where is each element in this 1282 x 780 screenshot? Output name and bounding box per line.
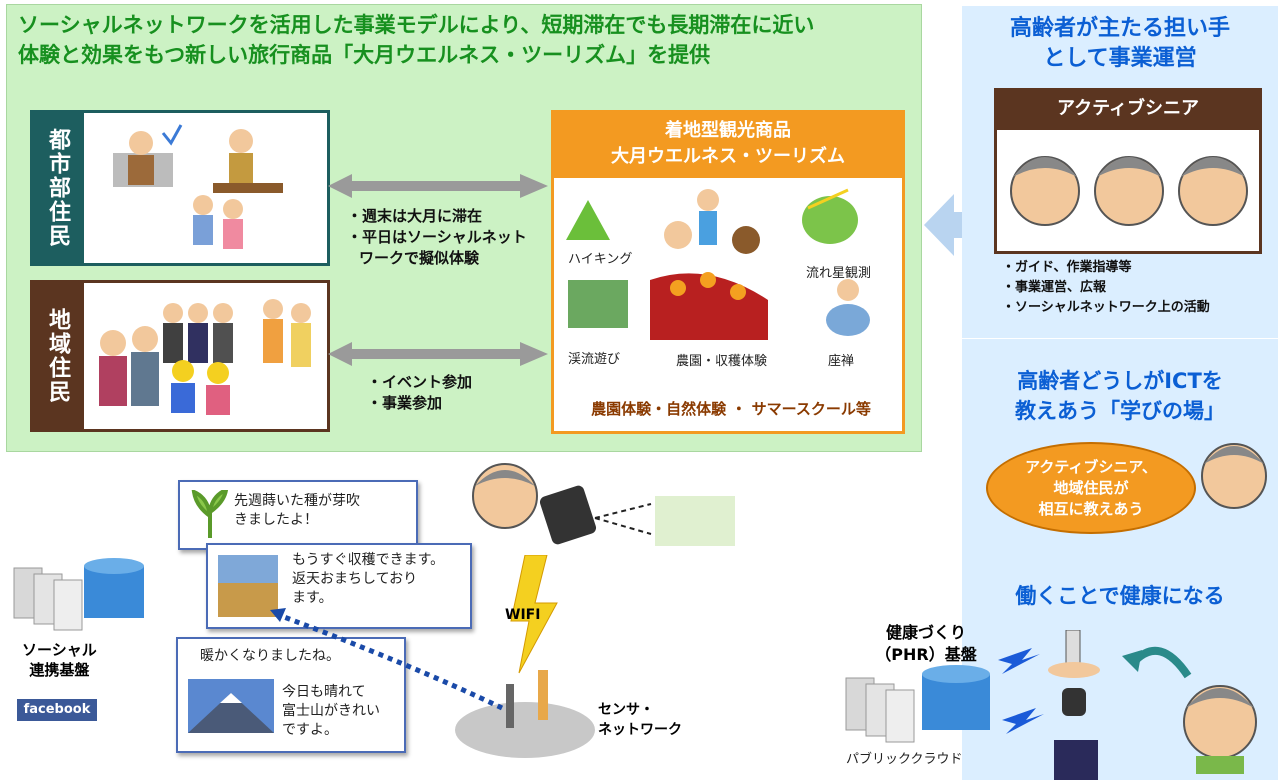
panel-divider xyxy=(962,338,1278,339)
hiking-mountain-icon xyxy=(566,200,610,240)
wheat-photo xyxy=(218,555,278,617)
upload-dotted-arrow xyxy=(270,608,504,711)
senior-roles: ・ガイド、作業指導等 ・事業運営、広報 ・ソーシャルネットワーク上の活動 xyxy=(1002,260,1210,315)
urban-arrow xyxy=(328,174,548,198)
activity-zazen: 座禅 xyxy=(828,354,855,369)
urban-residents-illustration xyxy=(113,124,283,249)
support-arrow xyxy=(924,194,986,256)
senior-faces xyxy=(1010,156,1248,226)
mount-fuji-photo xyxy=(188,679,274,733)
headline-line-1: ソーシャルネットワークを活用した事業モデルにより、短期滞在でも長期滞在に近い xyxy=(18,13,815,37)
social-platform-label: ソーシャル 連携基盤 xyxy=(22,641,97,679)
facebook-badge: facebook xyxy=(17,699,97,721)
sprout-icon xyxy=(191,490,229,538)
headline-line-2: 体験と効果をもつ新しい旅行商品「大月ウエルネス・ツーリズム」を提供 xyxy=(18,43,711,67)
tourism-activities-illustration xyxy=(566,188,870,340)
phr-servers xyxy=(845,665,990,743)
post-bubble-fuji: 暖かくなりましたね。 今日も晴れて 富士山がきれい ですよ。 xyxy=(176,637,406,753)
activity-meteor: 流れ星観測 xyxy=(806,266,872,281)
post-bubble-sprout: 先週蒔いた種が芽吹 きましたよ！ xyxy=(178,480,418,550)
zazen-icon xyxy=(826,304,870,336)
local-residents-label: 地域住民 xyxy=(30,280,84,432)
mutual-teaching-oval: アクティブシニア、 地域住民が 相互に教えあう xyxy=(986,442,1196,534)
tablet-icon xyxy=(539,485,597,545)
local-notes: ・イベント参加 ・事業参加 xyxy=(367,373,473,412)
stream-icon xyxy=(568,280,628,328)
senior-panel-title: 高齢者が主たる担い手 として事業運営 xyxy=(1009,16,1230,71)
ict-title: 高齢者どうしがICTを 教えあう「学びの場」 xyxy=(1015,369,1225,423)
health-title: 働くことで健康になる xyxy=(1015,584,1225,608)
urban-notes: ・週末は大月に滞在 ・平日はソーシャルネット ワークで擬似体験 xyxy=(347,207,527,267)
relationship-arrows xyxy=(328,174,548,366)
phr-label: 健康づくり （PHR）基盤 xyxy=(875,623,977,664)
headline: ソーシャルネットワークを活用した事業モデルにより、短期滞在でも長期滞在に近い 体… xyxy=(18,10,918,70)
senior-face-icon xyxy=(1201,443,1267,509)
activity-hiking: ハイキング xyxy=(568,252,633,267)
tourism-footer: 農園体験・自然体験 ・ サマースクール等 xyxy=(591,400,871,418)
public-cloud-label: パブリッククラウド xyxy=(846,752,963,767)
senior-tablet-illustration xyxy=(472,463,735,546)
urban-residents-label: 都市部住民 xyxy=(30,110,84,266)
post-bubble-harvest: もうすぐ収穫できます。 返天おまちしており ます。 xyxy=(206,543,472,629)
local-arrow xyxy=(328,342,548,366)
sensor-cloud-illustration xyxy=(455,670,595,758)
health-devices xyxy=(998,630,1100,780)
local-residents-illustration xyxy=(99,299,311,415)
social-platform-servers xyxy=(13,558,144,631)
senior-health-icon xyxy=(1183,685,1257,774)
activity-stream: 渓流遊び xyxy=(568,352,621,367)
tourism-product-header: 着地型観光商品 大月ウエルネス・ツーリズム xyxy=(551,110,905,178)
wifi-label: WIFI xyxy=(505,607,541,623)
wifi-lightning-icon xyxy=(510,555,558,674)
active-senior-title: アクティブシニア xyxy=(994,88,1262,130)
cycle-arrow xyxy=(1122,646,1192,679)
activity-farm: 農園・収穫体験 xyxy=(676,354,768,369)
sensor-network-label: センサ・ ネットワーク xyxy=(598,702,682,738)
